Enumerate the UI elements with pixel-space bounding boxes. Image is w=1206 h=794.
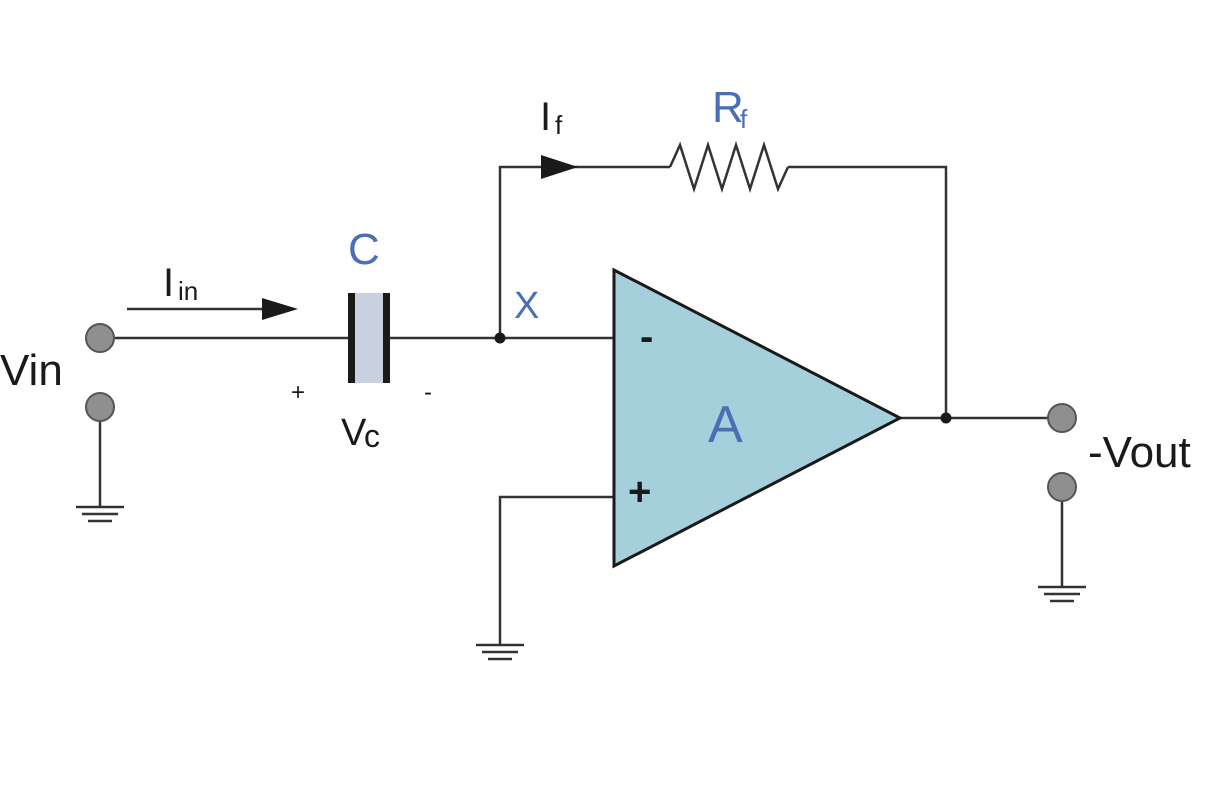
- vc-label-main: V: [341, 412, 367, 454]
- inverting-input-sign: -: [640, 315, 653, 359]
- feedback-resistor: [668, 140, 790, 194]
- rf-label-sub: f: [740, 104, 748, 134]
- feedback-wire-right: [788, 165, 948, 418]
- feedback-wire-left: [498, 165, 670, 338]
- node-x-label: X: [514, 285, 539, 327]
- opamp-triangle: [612, 267, 904, 569]
- vc-plus-label: +: [291, 379, 305, 406]
- rf-label-main: R: [712, 83, 744, 132]
- iin-arrow: [127, 298, 298, 320]
- capacitor-dielectric: [353, 293, 385, 383]
- vc-minus-label: -: [424, 379, 432, 406]
- vin-label: Vin: [0, 346, 63, 395]
- vc-label: V c: [341, 412, 380, 454]
- vout-terminal-top: [1047, 403, 1077, 433]
- if-label-main: I: [540, 95, 551, 139]
- iin-label-main: I: [163, 261, 174, 305]
- ground-symbol-left: [76, 505, 124, 523]
- if-label: I f: [540, 95, 563, 140]
- opamp-label: A: [708, 396, 743, 454]
- if-label-sub: f: [555, 110, 563, 140]
- capacitor: [348, 293, 390, 383]
- capacitor-label: C: [348, 225, 380, 274]
- noninverting-ground-wire: [498, 495, 614, 645]
- vc-label-sub: c: [364, 418, 380, 454]
- output-node-dot: [940, 412, 952, 424]
- capacitor-plate-right: [383, 293, 390, 383]
- vout-label: -Vout: [1088, 428, 1191, 477]
- iin-label-sub: in: [178, 276, 198, 306]
- ground-symbol-right: [1038, 585, 1086, 603]
- iin-label: I in: [163, 261, 198, 306]
- rf-label: R f: [712, 83, 748, 134]
- vout-terminal-bottom: [1047, 472, 1077, 502]
- vin-terminal-top: [85, 323, 115, 353]
- vin-terminal-bottom: [85, 392, 115, 422]
- capacitor-plate-left: [348, 293, 355, 383]
- node-x-dot: [494, 332, 506, 344]
- noninverting-input-sign: +: [628, 470, 651, 514]
- if-arrow: [541, 155, 578, 179]
- ground-symbol-center: [476, 643, 524, 661]
